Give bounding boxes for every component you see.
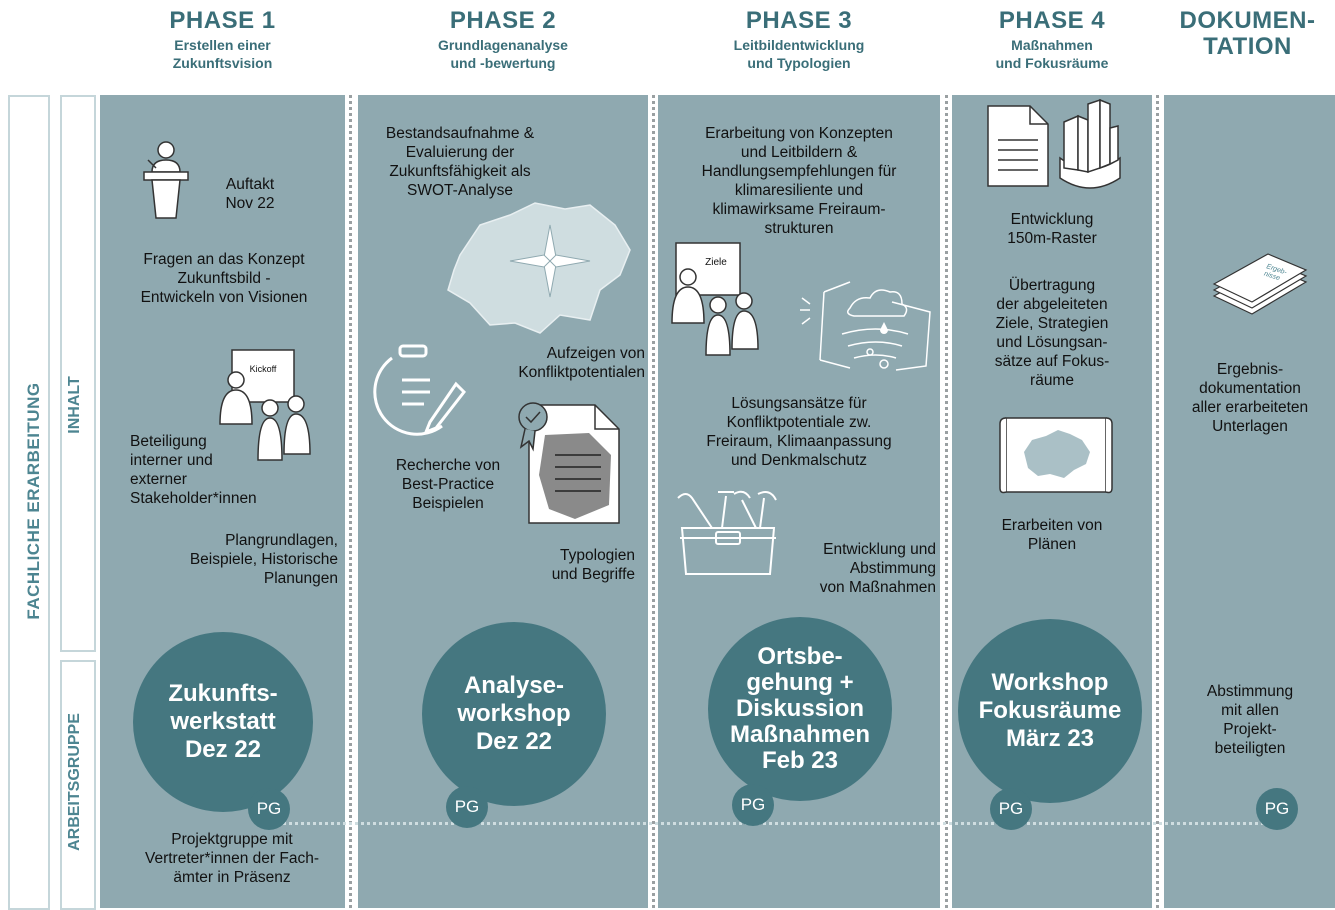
arbeitsgruppe-label: ARBEITSGRUPPE: [66, 713, 83, 851]
inhalt-box: [60, 95, 96, 652]
raster-text: Entwicklung 150m-Raster: [1007, 211, 1097, 247]
ortsbegehung-circle: Ortsbe- gehung + Diskussion Maßnahmen Fe…: [708, 617, 892, 801]
pg-badge: PG: [1256, 788, 1298, 830]
phase-2-title: PHASE 2: [449, 7, 557, 34]
uebertragung-text: Übertragung der abgeleiteten Ziele, Stra…: [994, 277, 1110, 389]
abstimmung-text: Abstimmung mit allen Projekt- beteiligte…: [1206, 683, 1294, 757]
phase-2-subtitle: Grundlagenanalyse und -bewertung: [438, 37, 568, 71]
phase-4-title: PHASE 4: [998, 7, 1106, 34]
phase-3-header: PHASE 3 Leitbildentwicklung und Typologi…: [658, 8, 940, 72]
zukunftswerkstatt-circle: Zukunfts- werkstatt Dez 22: [133, 632, 313, 812]
toolbox-icon: [677, 490, 777, 575]
projektgruppe-connector-line: [270, 822, 1290, 825]
fachliche-erarbeitung-box: [8, 95, 50, 910]
phase-4-subtitle: Maßnahmen und Fokusräume: [995, 37, 1109, 71]
dokumentation-title: DOKUMEN- TATION: [1179, 7, 1316, 60]
map-scroll-icon: [999, 417, 1113, 494]
separator: [652, 95, 655, 908]
analyseworkshop-circle: Analyse- workshop Dez 22: [422, 622, 606, 806]
climate-weather-icon: [800, 281, 931, 371]
erarbeitung-text: Erarbeitung von Konzepten und Leitbilder…: [701, 125, 897, 237]
separator: [349, 95, 352, 908]
clipboard-pen-icon: [373, 344, 466, 436]
entwicklung-text: Entwicklung und Abstimmung von Maßnahmen: [819, 541, 936, 596]
workshop-fokusraeume-circle: Workshop Fokusräume März 23: [958, 619, 1142, 803]
pg-badge: PG: [990, 788, 1032, 830]
dokumentation-column: [1164, 95, 1335, 908]
kickoff-meeting-icon: Kickoff: [219, 349, 311, 461]
konflikt-text: Aufzeigen von Konfliktpotentialen: [518, 345, 645, 381]
phase-2-header: PHASE 2 Grundlagenanalyse und -bewertung: [358, 8, 648, 72]
phase-1-subtitle: Erstellen einer Zukunftsvision: [172, 37, 273, 71]
fragen-text: Fragen an das Konzept Zukunftsbild - Ent…: [140, 251, 308, 306]
certified-document-icon: [518, 402, 620, 524]
city-map-compass-icon: [447, 202, 631, 334]
plaene-text: Erarbeiten von Plänen: [1001, 517, 1103, 553]
3d-chart-icon: [1059, 98, 1121, 189]
ziele-label: Ziele: [705, 257, 727, 268]
phase-1-title: PHASE 1: [169, 7, 276, 34]
kickoff-label: Kickoff: [250, 364, 277, 374]
phase-4-header: PHASE 4 Maßnahmen und Fokusräume: [952, 8, 1152, 72]
document-icon: [987, 105, 1049, 187]
separator: [1156, 95, 1159, 908]
pg-badge: PG: [248, 788, 290, 830]
loesung-text: Lösungsansätze für Konfliktpotentiale zw…: [706, 395, 892, 469]
fachliche-erarbeitung-label: FACHLICHE ERARBEITUNG: [24, 382, 43, 620]
inhalt-label: INHALT: [66, 376, 83, 434]
pg-badge: PG: [446, 786, 488, 828]
separator: [945, 95, 948, 908]
phase-1-header: PHASE 1 Erstellen einer Zukunftsvision: [100, 8, 345, 72]
bestand-text: Bestandsaufnahme & Evaluierung der Zukun…: [385, 125, 535, 199]
phase-3-title: PHASE 3: [745, 7, 853, 34]
ergebnis-text: Ergebnis- dokumentation aller erarbeitet…: [1191, 361, 1309, 435]
projektgruppe-text: Projektgruppe mit Vertreter*innen der Fa…: [144, 831, 320, 886]
goals-meeting-icon: Ziele: [671, 242, 759, 356]
pg-badge: PG: [732, 784, 774, 826]
plangrundlagen-text: Plangrundlagen, Beispiele, Historische P…: [189, 532, 338, 587]
recherche-text: Recherche von Best-Practice Beispielen: [395, 457, 501, 512]
typologien-text: Typologien und Begriffe: [551, 547, 635, 583]
auftakt-text: Auftakt Nov 22: [225, 176, 275, 212]
beteiligung-text: Beteiligung interner und externer Stakeh…: [130, 433, 257, 507]
results-stack-icon: Ergeb-nisse: [1212, 253, 1308, 315]
speaker-podium-icon: [143, 141, 189, 219]
dokumentation-header: DOKUMEN- TATION: [1160, 8, 1335, 60]
phase-3-subtitle: Leitbildentwicklung und Typologien: [733, 37, 865, 71]
